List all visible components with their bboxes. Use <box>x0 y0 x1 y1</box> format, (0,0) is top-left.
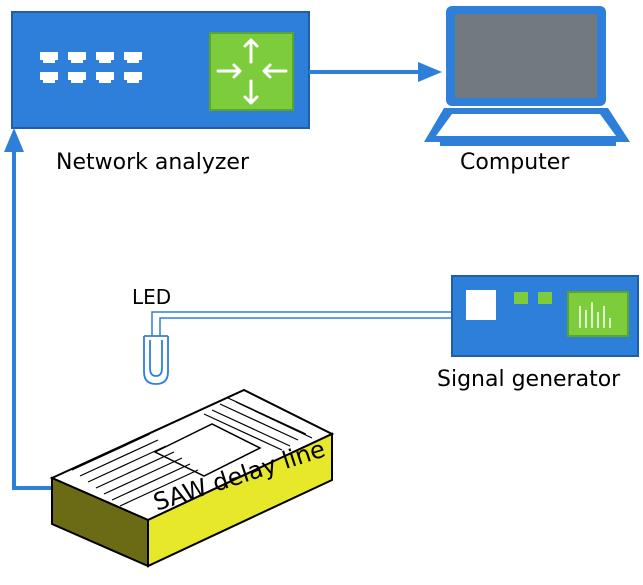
led-label: LED <box>132 285 172 309</box>
laptop-icon <box>424 6 630 146</box>
saw-delay-line-device <box>49 388 335 568</box>
four-arrows-icon <box>209 32 294 111</box>
led-icon <box>143 335 169 385</box>
connection-arrow-to-computer <box>309 62 442 82</box>
signal-generator-label: Signal generator <box>437 367 621 392</box>
signal-generator-device <box>451 275 639 357</box>
computer-label: Computer <box>460 150 570 175</box>
network-analyzer-device <box>11 11 310 129</box>
led-wire <box>151 311 452 336</box>
network-analyzer-label: Network analyzer <box>56 150 250 175</box>
connection-arrow-to-network-analyzer <box>4 128 70 490</box>
ethernet-port-icon <box>40 52 142 83</box>
